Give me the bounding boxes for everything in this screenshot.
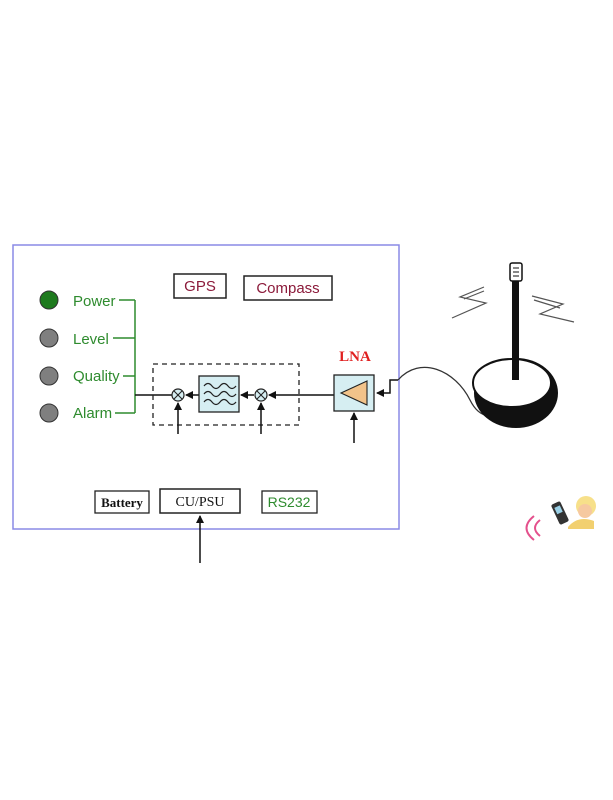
rs232-label: RS232 (268, 494, 311, 510)
indicator-level: Level (39, 328, 109, 348)
radio-wave-icon (451, 286, 575, 323)
indicator-alarm: Alarm (39, 403, 112, 423)
gps-module: GPS (173, 273, 227, 299)
gps-label: GPS (184, 278, 216, 295)
mixer-icon (254, 388, 268, 402)
indicator-quality: Quality (39, 366, 120, 386)
indicator-label: Quality (73, 368, 120, 385)
indicator-power: Power (39, 290, 116, 310)
led-icon (39, 403, 59, 423)
mixer-icon (171, 388, 185, 402)
lna-label: LNA (339, 349, 371, 365)
led-icon (39, 328, 59, 348)
antenna-icon (472, 262, 558, 428)
amplifier-icon (333, 374, 375, 412)
battery-label: Battery (101, 495, 143, 510)
compass-label: Compass (256, 280, 319, 297)
cu-psu-module: CU/PSU (159, 488, 241, 514)
phone-user-icon (525, 496, 596, 541)
processing-block (152, 363, 300, 426)
indicator-label: Alarm (73, 405, 112, 422)
cu-psu-label: CU/PSU (175, 495, 224, 510)
filter-icon (198, 375, 240, 413)
battery-module: Battery (94, 490, 150, 514)
antenna-feed-arrow (376, 379, 398, 397)
rs232-module: RS232 (261, 490, 318, 514)
indicator-label: Level (73, 331, 109, 348)
indicator-bus (113, 299, 136, 414)
compass-module: Compass (243, 275, 333, 301)
indicator-label: Power (73, 293, 116, 310)
led-icon (39, 366, 59, 386)
led-icon (39, 290, 59, 310)
